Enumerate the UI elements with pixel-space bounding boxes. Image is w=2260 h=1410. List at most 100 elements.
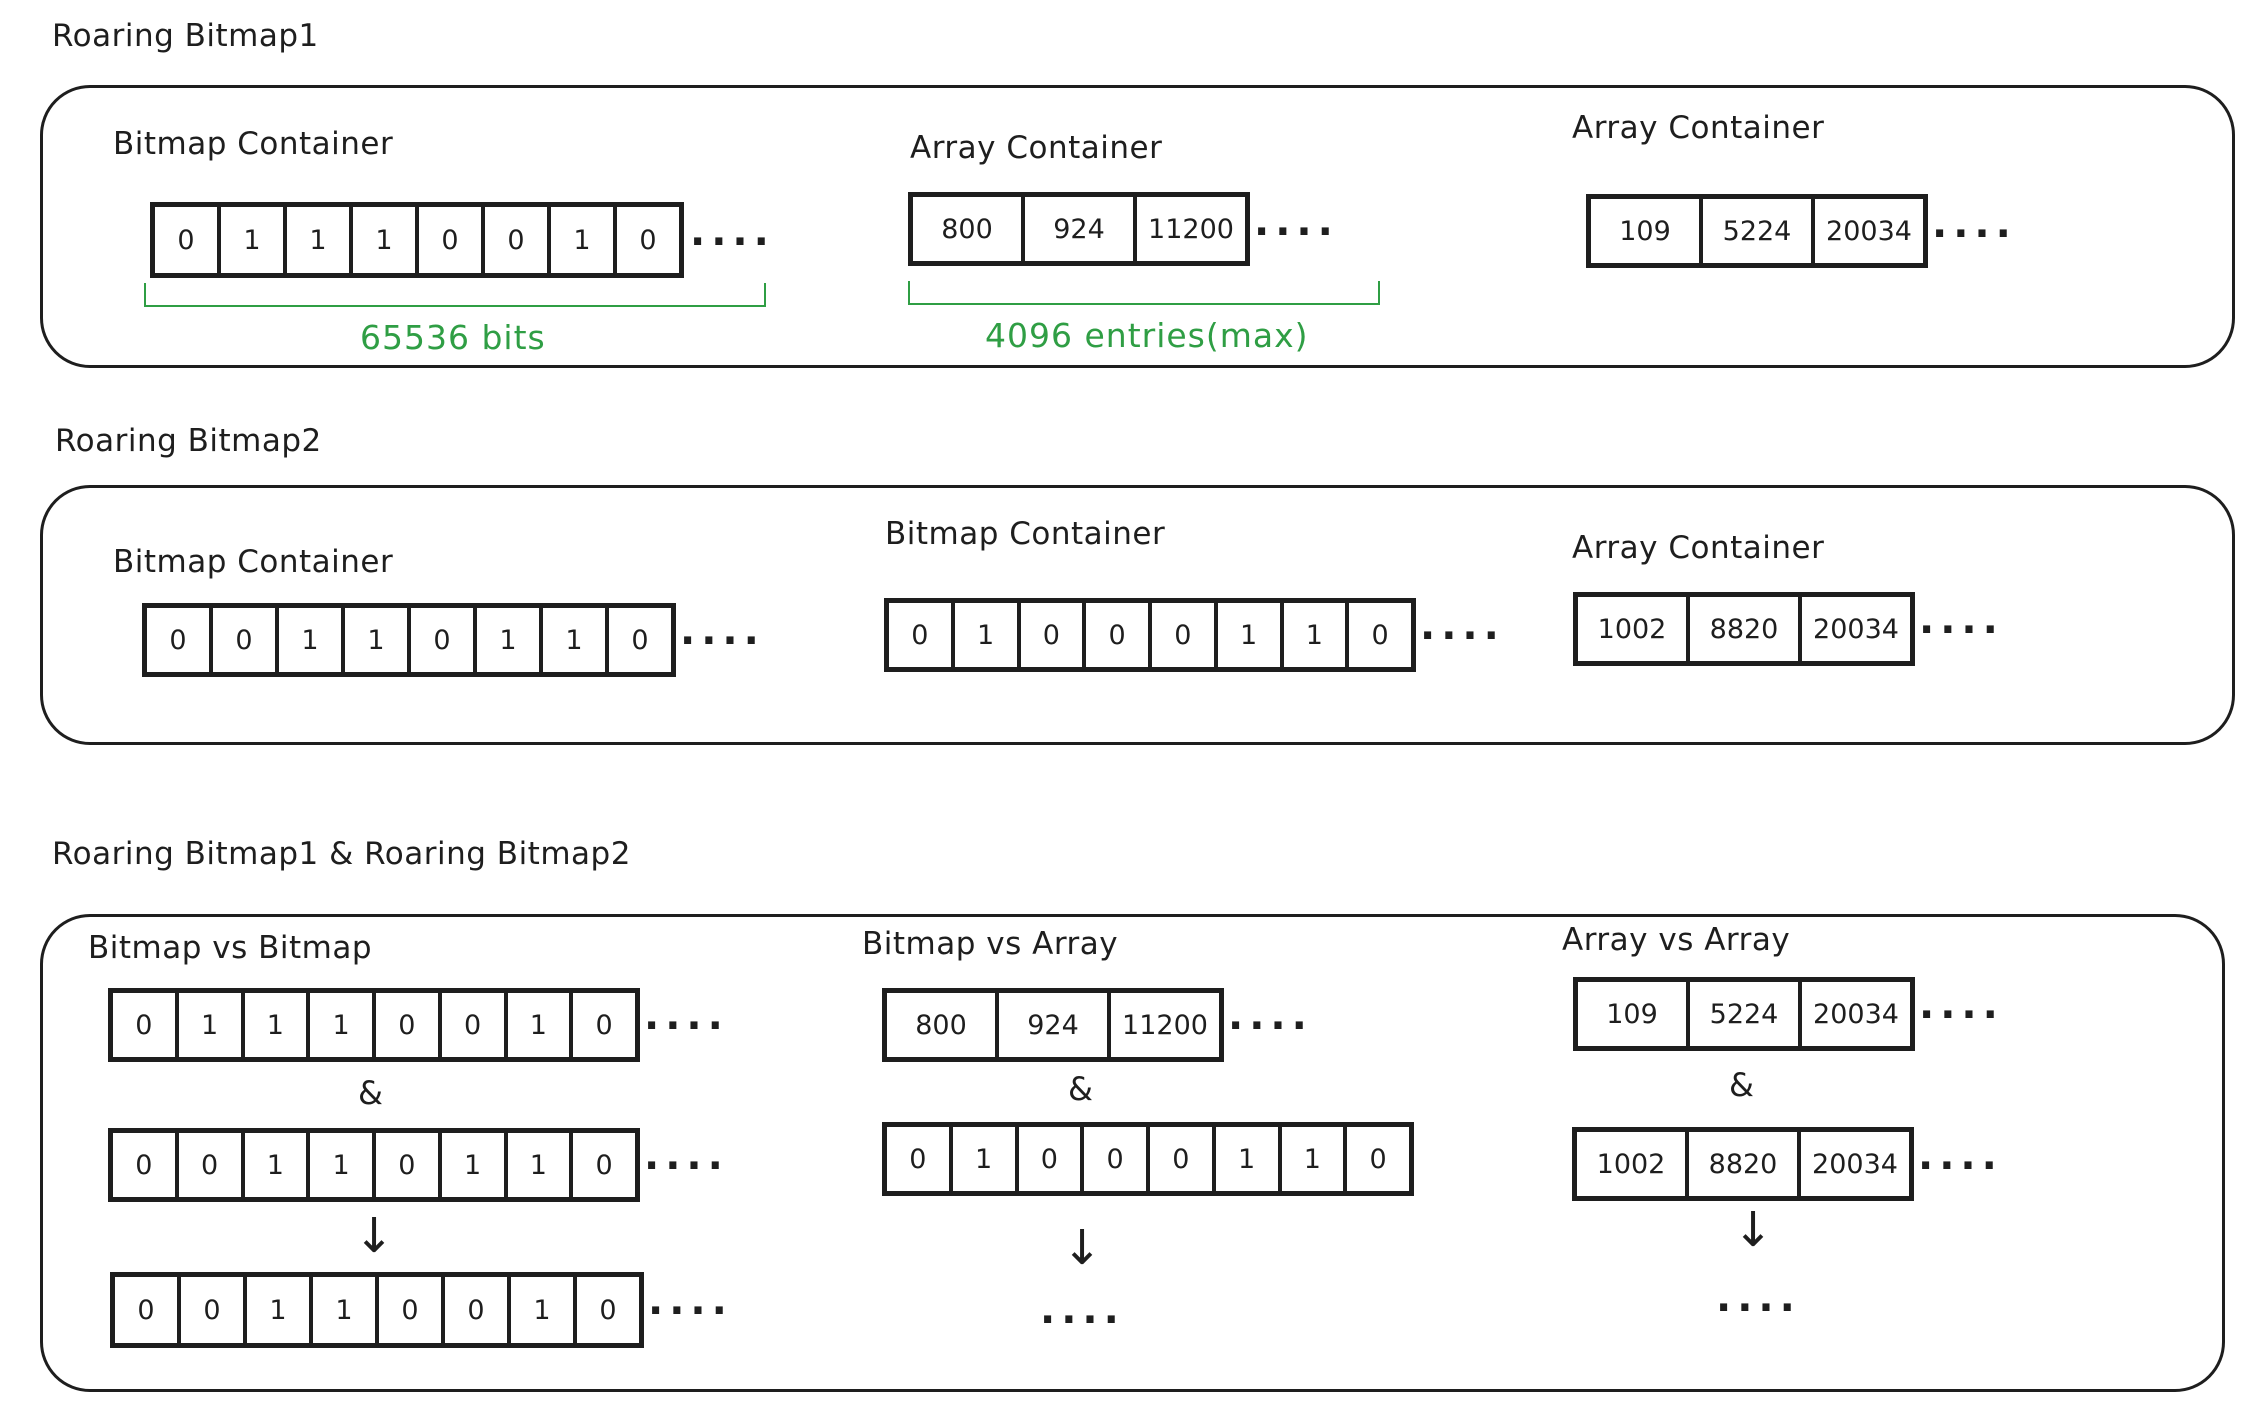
ava-result-ellipsis: ···· [1716,1285,1801,1331]
cell: 1 [313,1277,379,1343]
and-section-panel [40,914,2225,1392]
cell: 0 [115,1277,181,1343]
cell: 0 [181,1277,247,1343]
cell: 1 [221,207,287,273]
cell: 5224 [1690,982,1802,1046]
ava-down-arrow-icon: ↓ [1733,1202,1774,1258]
cell: 0 [213,608,279,672]
rb1-array-container-label: Array Container [910,130,1163,166]
bva-and-symbol: & [1068,1070,1093,1108]
rb1-entries-bracket [908,281,1380,305]
cell: 20034 [1813,998,1899,1030]
cell: 1002 [1577,1132,1689,1196]
cell: 0 [1369,1143,1387,1175]
cell: 1 [1216,1127,1282,1191]
rb2-bitmap-container2-label: Bitmap Container [885,516,1166,552]
cell: 1 [442,1133,508,1197]
cell: 1 [310,993,376,1057]
cell: 1 [245,1133,311,1197]
cell: 1 [508,993,574,1057]
cell: 1 [955,603,1021,667]
cell: 0 [179,1133,245,1197]
cell: 0 [887,1127,953,1191]
cell: 0 [595,1009,613,1041]
cell: 0 [599,1294,617,1326]
rb2-bitmap-container-label: Bitmap Container [113,544,394,580]
bva-top-ellipsis: ···· [1228,1003,1313,1049]
cell: 0 [889,603,955,667]
cell: 20034 [1812,1148,1898,1180]
cell: 1 [310,1133,376,1197]
rb1-array-ellipsis: ···· [1254,209,1339,255]
cell: 1 [477,608,543,672]
cell: 0 [147,608,213,672]
cell: 0 [419,207,485,273]
cell: 0 [1150,1127,1216,1191]
ava-top-ellipsis: ···· [1919,992,2004,1038]
cell: 0 [445,1277,511,1343]
bvb-and-symbol: & [358,1074,383,1112]
cell: 0 [1019,1127,1085,1191]
rb2-array-container-label: Array Container [1572,530,1825,566]
cell: 1 [1282,1127,1348,1191]
rb1-panel [40,85,2235,368]
bva-result-ellipsis: ···· [1040,1297,1125,1343]
cell: 0 [155,207,221,273]
cell: 0 [639,224,657,256]
rb2-panel [40,485,2235,745]
rb2-title: Roaring Bitmap2 [55,423,322,459]
ava-bottom-ellipsis: ···· [1918,1143,2003,1189]
cell: 924 [1025,197,1137,261]
cell: 1 [543,608,609,672]
rb1-bits-bracket [144,283,766,307]
rb1-bitmap-ellipsis: ···· [690,219,775,265]
bva-down-arrow-icon: ↓ [1062,1220,1103,1276]
cell: 11200 [1148,213,1234,245]
cell: 109 [1591,199,1703,263]
rb1-array-container2-label: Array Container [1572,110,1825,146]
cell: 5224 [1703,199,1815,263]
cell: 924 [999,993,1111,1057]
cell: 1002 [1578,597,1690,661]
bitmap-vs-bitmap-label: Bitmap vs Bitmap [88,930,373,966]
cell: 0 [113,1133,179,1197]
array-vs-array-label: Array vs Array [1562,922,1791,958]
cell: 1 [1218,603,1284,667]
cell: 1 [287,207,353,273]
cell: 1 [508,1133,574,1197]
cell: 1 [279,608,345,672]
cell: 20034 [1826,215,1912,247]
cell: 11200 [1122,1009,1208,1041]
bvb-top-ellipsis: ···· [644,1003,729,1049]
rb1-bits-note: 65536 bits [360,318,546,357]
cell: 8820 [1689,1132,1801,1196]
bvb-down-arrow-icon: ↓ [354,1208,395,1264]
cell: 800 [887,993,999,1057]
rb1-array2-ellipsis: ···· [1932,211,2017,257]
rb2-bitmap2-ellipsis: ···· [1420,613,1505,659]
cell: 1 [353,207,419,273]
cell: 0 [1152,603,1218,667]
cell: 1 [245,993,311,1057]
rb2-array-ellipsis: ···· [1919,607,2004,653]
bvb-bottom-ellipsis: ···· [644,1143,729,1189]
cell: 0 [1086,603,1152,667]
cell: 1 [247,1277,313,1343]
cell: 0 [379,1277,445,1343]
and-section-title: Roaring Bitmap1 & Roaring Bitmap2 [52,836,631,872]
ava-and-symbol: & [1729,1066,1754,1104]
cell: 0 [1021,603,1087,667]
rb2-bitmap-ellipsis: ···· [680,618,765,664]
cell: 0 [1371,619,1389,651]
rb1-title: Roaring Bitmap1 [52,18,319,54]
cell: 800 [913,197,1025,261]
cell: 1 [345,608,411,672]
